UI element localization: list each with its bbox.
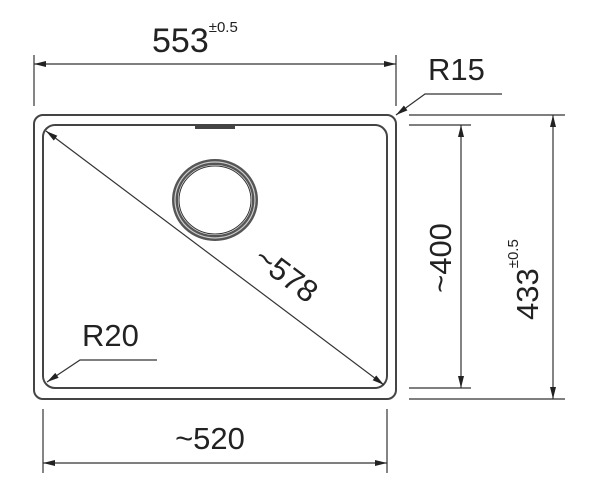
dimension-overall-width: 553±0.5: [33, 19, 397, 106]
dimension-inner-depth: ~400: [409, 124, 471, 389]
dimension-inner-width: ~520: [42, 409, 388, 473]
overflow-slot: [195, 125, 235, 129]
dimension-overall-depth: 433±0.5: [409, 114, 565, 400]
svg-text:553±0.5: 553±0.5: [152, 19, 238, 60]
inner-radius-callout: R20: [46, 318, 157, 383]
diagonal-label: ~578: [248, 240, 325, 310]
inner-depth-label: ~400: [423, 223, 458, 293]
overall-width-tolerance: ±0.5: [209, 19, 238, 36]
overall-depth-value: 433: [510, 268, 545, 320]
sink-outer-edge: [33, 114, 397, 400]
drain-icon: [172, 159, 258, 241]
inner-width-label: ~520: [175, 421, 245, 456]
svg-text:433±0.5: 433±0.5: [505, 239, 545, 320]
inner-radius-label: R20: [82, 318, 139, 353]
overall-width-value: 553: [152, 22, 209, 60]
outer-radius-label: R15: [428, 52, 485, 87]
overall-depth-tolerance: ±0.5: [505, 239, 522, 268]
outer-radius-callout: R15: [395, 52, 502, 116]
